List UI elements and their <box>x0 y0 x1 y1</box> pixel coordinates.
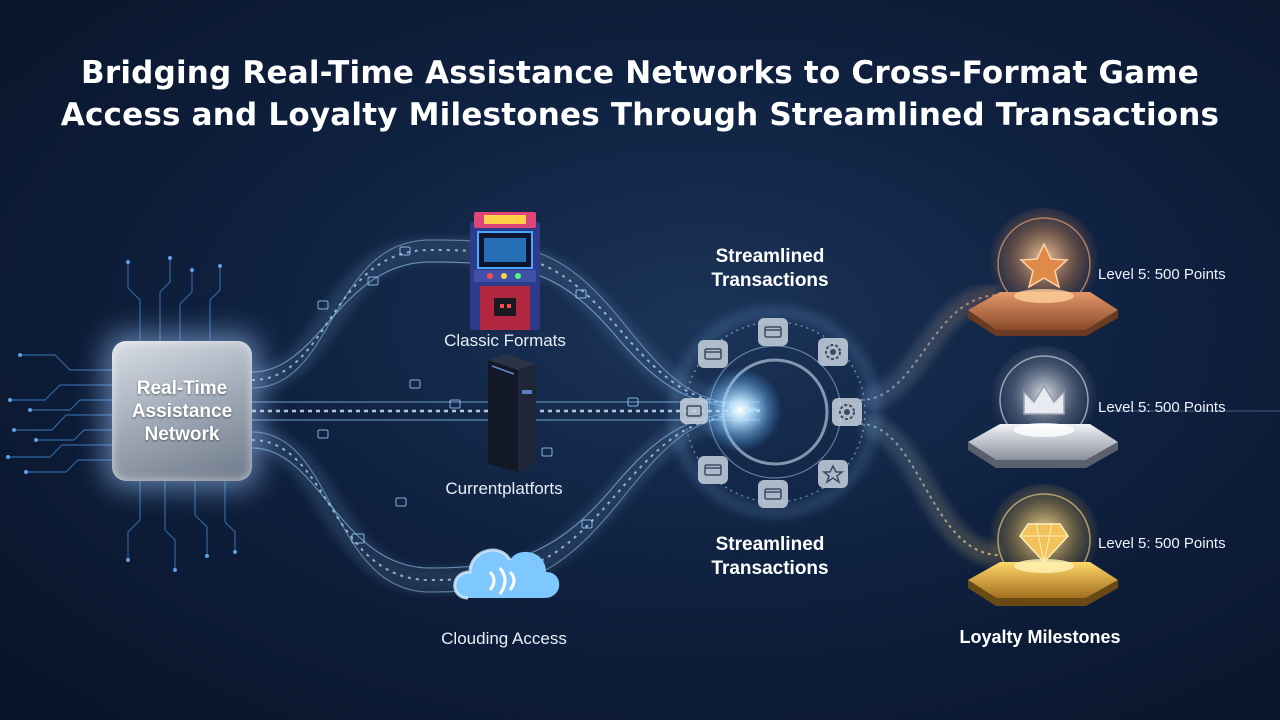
star-icon <box>1019 242 1069 289</box>
hub-label: Real-Time Assistance Network <box>131 377 233 445</box>
title-line-1: Bridging Real-Time Assistance Networks t… <box>81 55 1199 91</box>
card-icon <box>758 318 788 346</box>
milestone-silver <box>968 346 1118 468</box>
crown-icon <box>1023 384 1065 415</box>
transactions-label-top: Streamlined Transactions <box>711 246 829 291</box>
arcade-cabinet-icon <box>470 212 540 330</box>
hub-real-time-assistance-network: Real-Time Assistance Network <box>112 341 252 481</box>
title-line-2: Access and Loyalty Milestones Through St… <box>60 97 1220 133</box>
gear-icon <box>818 338 848 366</box>
game-console-icon <box>488 354 536 472</box>
transactions-label-bottom: Streamlined Transactions <box>711 534 829 579</box>
gear-icon <box>832 398 862 426</box>
milestone-label-gold: Level 5: 500 Points <box>1098 535 1226 552</box>
page-title: Bridging Real-Time Assistance Networks t… <box>0 52 1280 136</box>
loyalty-milestones-title: Loyalty Milestones <box>959 627 1121 647</box>
milestone-flows <box>858 284 1280 566</box>
milestone-label-bronze: Level 5: 500 Points <box>1098 266 1226 283</box>
format-label-classic: Classic Formats <box>444 331 566 350</box>
milestone-label-silver: Level 5: 500 Points <box>1098 399 1226 416</box>
cloud-icon <box>453 548 560 600</box>
circuit-dots <box>6 256 237 572</box>
milestone-gold <box>968 484 1118 606</box>
star-badge-icon <box>818 460 848 488</box>
card-icon <box>680 398 708 424</box>
diamond-icon <box>1019 523 1069 564</box>
card-icon <box>698 340 728 368</box>
card-icon <box>698 456 728 484</box>
milestone-bronze <box>968 208 1118 336</box>
transaction-icons <box>680 318 862 508</box>
circuit-traces <box>8 258 236 570</box>
format-label-cloud: Clouding Access <box>441 629 567 648</box>
data-chips <box>317 246 639 544</box>
card-icon <box>758 480 788 508</box>
core-glow <box>698 368 782 452</box>
format-label-current: Currentplatforts <box>445 479 563 498</box>
